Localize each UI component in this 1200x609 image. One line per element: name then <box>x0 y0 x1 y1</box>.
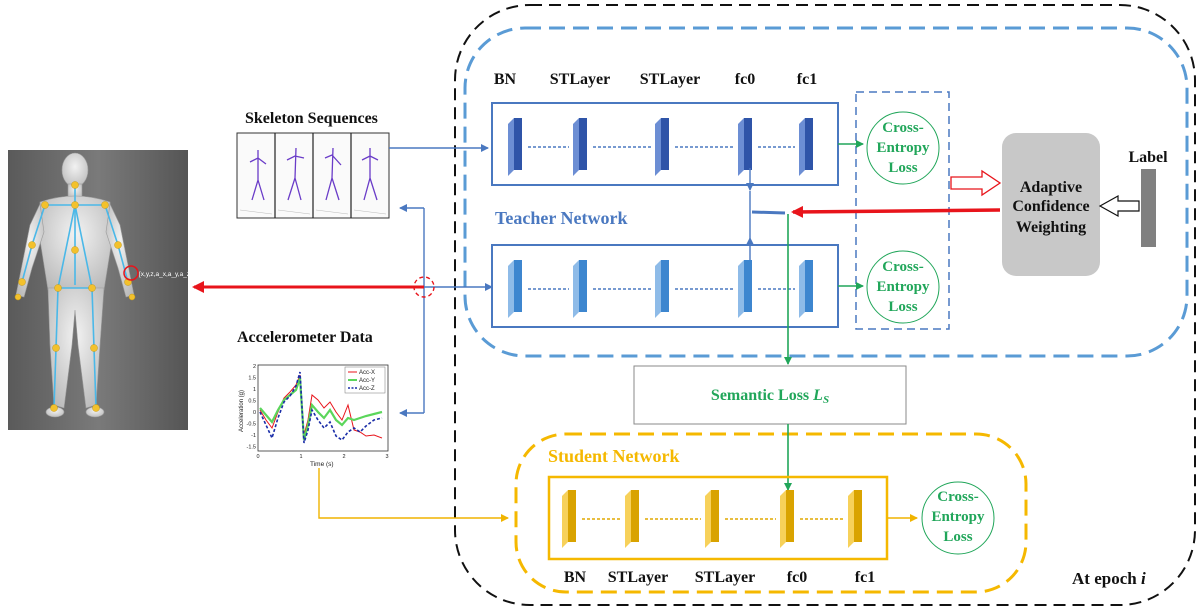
skeleton-sequences-image <box>236 132 390 219</box>
accel-ylabel: Acceleration (g) <box>239 390 245 432</box>
teacher-layer-fc1: fc1 <box>797 71 817 88</box>
student-layer-labels: BN STLayer STLayer fc0 fc1 <box>564 569 875 586</box>
label-to-acw-arrow <box>1098 194 1140 218</box>
teacher-bottom-bn-block <box>508 260 522 318</box>
accel-ytick: -1.5 <box>247 445 256 451</box>
ce-loss-line1: Cross- <box>882 259 923 275</box>
teacher-layer-fc0: fc0 <box>735 71 755 88</box>
accel-ytick: 1.5 <box>248 376 256 382</box>
teacher-bottom-fc1-block <box>799 260 813 318</box>
semantic-loss-text: Semantic Loss <box>711 387 813 404</box>
teacher-layer-labels: BN STLayer STLayer fc0 fc1 <box>494 71 817 88</box>
accel-ytick: 1 <box>253 387 256 393</box>
epoch-label: At epoch i <box>1072 569 1146 588</box>
accel-xtick: 3 <box>385 454 388 460</box>
wrist-sensor-marker <box>123 265 139 281</box>
student-layer-fc0: fc0 <box>787 569 807 586</box>
ce-loss-line2: Entropy <box>876 140 930 156</box>
loss-to-acw-arrow <box>950 169 1002 197</box>
student-ce-loss: Cross- Entropy Loss <box>921 481 995 555</box>
semantic-loss-symbol: L <box>812 387 823 404</box>
teacher-network-frame <box>463 26 1189 358</box>
student-fc1-block <box>848 490 862 548</box>
acw-line1: Adaptive <box>1020 179 1082 196</box>
weighting-arrow <box>791 205 1001 218</box>
acw-line3: Weighting <box>1016 219 1086 236</box>
legend-acc-x: Acc-X <box>359 370 375 376</box>
accel-ytick: 2 <box>253 364 256 370</box>
semantic-loss-subscript: S <box>823 394 829 406</box>
student-network-label: Student Network <box>548 446 680 466</box>
student-stlayer-2-block <box>705 490 719 548</box>
adaptive-confidence-weighting-box: Adaptive Confidence Weighting <box>1002 133 1100 276</box>
teacher-top-layers <box>508 118 813 176</box>
legend-acc-y: Acc-Y <box>359 378 375 384</box>
epoch-outer-frame <box>454 4 1196 606</box>
ce-loss-line3: Loss <box>888 160 917 176</box>
joint-coordinates-text: [x,y,z,a_x,a_y,a_z] <box>139 271 192 278</box>
accelerometer-plot: 2 1.5 1 0.5 0 -0.5 -1 -1.5 0 1 2 3 Acceleration (g… <box>239 364 389 468</box>
accel-xtick: 1 <box>299 454 302 460</box>
teacher-bottom-fc0-block <box>738 260 752 318</box>
acw-line2: Confidence <box>1012 198 1089 215</box>
teacher-layer-stlayer-1: STLayer <box>550 71 610 88</box>
ce-loss-line3: Loss <box>888 299 917 315</box>
teacher-bottom-stlayer-1-block <box>573 260 587 318</box>
teacher-network-label: Teacher Network <box>495 208 627 228</box>
label-text: Label <box>1128 149 1168 166</box>
human-body-figure: [x,y,z,a_x,a_y,a_z] <box>8 150 192 430</box>
ce-loss-line1: Cross- <box>882 120 923 136</box>
input-connectors <box>192 144 509 522</box>
acc-y-series <box>259 377 383 441</box>
data-fusion-junction <box>413 276 435 298</box>
ce-loss-line3: Loss <box>943 529 972 545</box>
accel-ytick: 0 <box>253 410 256 416</box>
accel-xtick: 0 <box>256 454 259 460</box>
teacher-top-bn-block <box>508 118 522 176</box>
accel-xlabel: Time (s) <box>310 461 334 468</box>
ce-loss-line2: Entropy <box>876 279 930 295</box>
accel-xtick: 2 <box>342 454 345 460</box>
teacher-layer-stlayer-2: STLayer <box>640 71 700 88</box>
skeleton-sequences-label: Skeleton Sequences <box>245 110 378 127</box>
teacher-bottom-layers <box>508 260 813 318</box>
legend-acc-z: Acc-Z <box>359 386 375 392</box>
accel-ytick: -1 <box>251 433 256 439</box>
teacher-top-stlayer-1-block <box>573 118 587 176</box>
accel-ytick: -0.5 <box>247 422 256 428</box>
teacher-top-stlayer-2-block <box>655 118 669 176</box>
teacher-ce-loss-top: Cross- Entropy Loss <box>866 111 940 185</box>
teacher-layer-bn: BN <box>494 71 517 88</box>
ce-loss-line2: Entropy <box>931 509 985 525</box>
student-bn-block <box>562 490 576 548</box>
student-fc0-block <box>780 490 794 548</box>
teacher-ce-loss-bottom: Cross- Entropy Loss <box>866 250 940 324</box>
student-network-frame <box>514 432 1028 594</box>
student-layers <box>562 490 862 548</box>
student-layer-stlayer-1: STLayer <box>608 569 668 586</box>
teacher-bottom-stlayer-2-block <box>655 260 669 318</box>
teacher-top-fc1-block <box>799 118 813 176</box>
epoch-variable: i <box>1141 569 1146 588</box>
student-layer-fc1: fc1 <box>855 569 875 586</box>
accel-ytick: 0.5 <box>248 399 256 405</box>
teacher-top-fc0-block <box>738 118 752 176</box>
acc-z-series <box>259 371 383 444</box>
svg-text:Semantic Loss LS: Semantic Loss LS <box>711 387 829 406</box>
teacher-fusion-connectors <box>746 168 786 260</box>
semantic-loss-box: Semantic Loss LS <box>633 365 907 425</box>
student-layer-stlayer-2: STLayer <box>695 569 755 586</box>
ce-loss-line1: Cross- <box>937 489 978 505</box>
label-bar <box>1141 169 1156 247</box>
accelerometer-data-label: Accelerometer Data <box>237 329 373 346</box>
epoch-prefix: At epoch <box>1072 569 1141 588</box>
student-stlayer-1-block <box>625 490 639 548</box>
student-layer-bn: BN <box>564 569 587 586</box>
